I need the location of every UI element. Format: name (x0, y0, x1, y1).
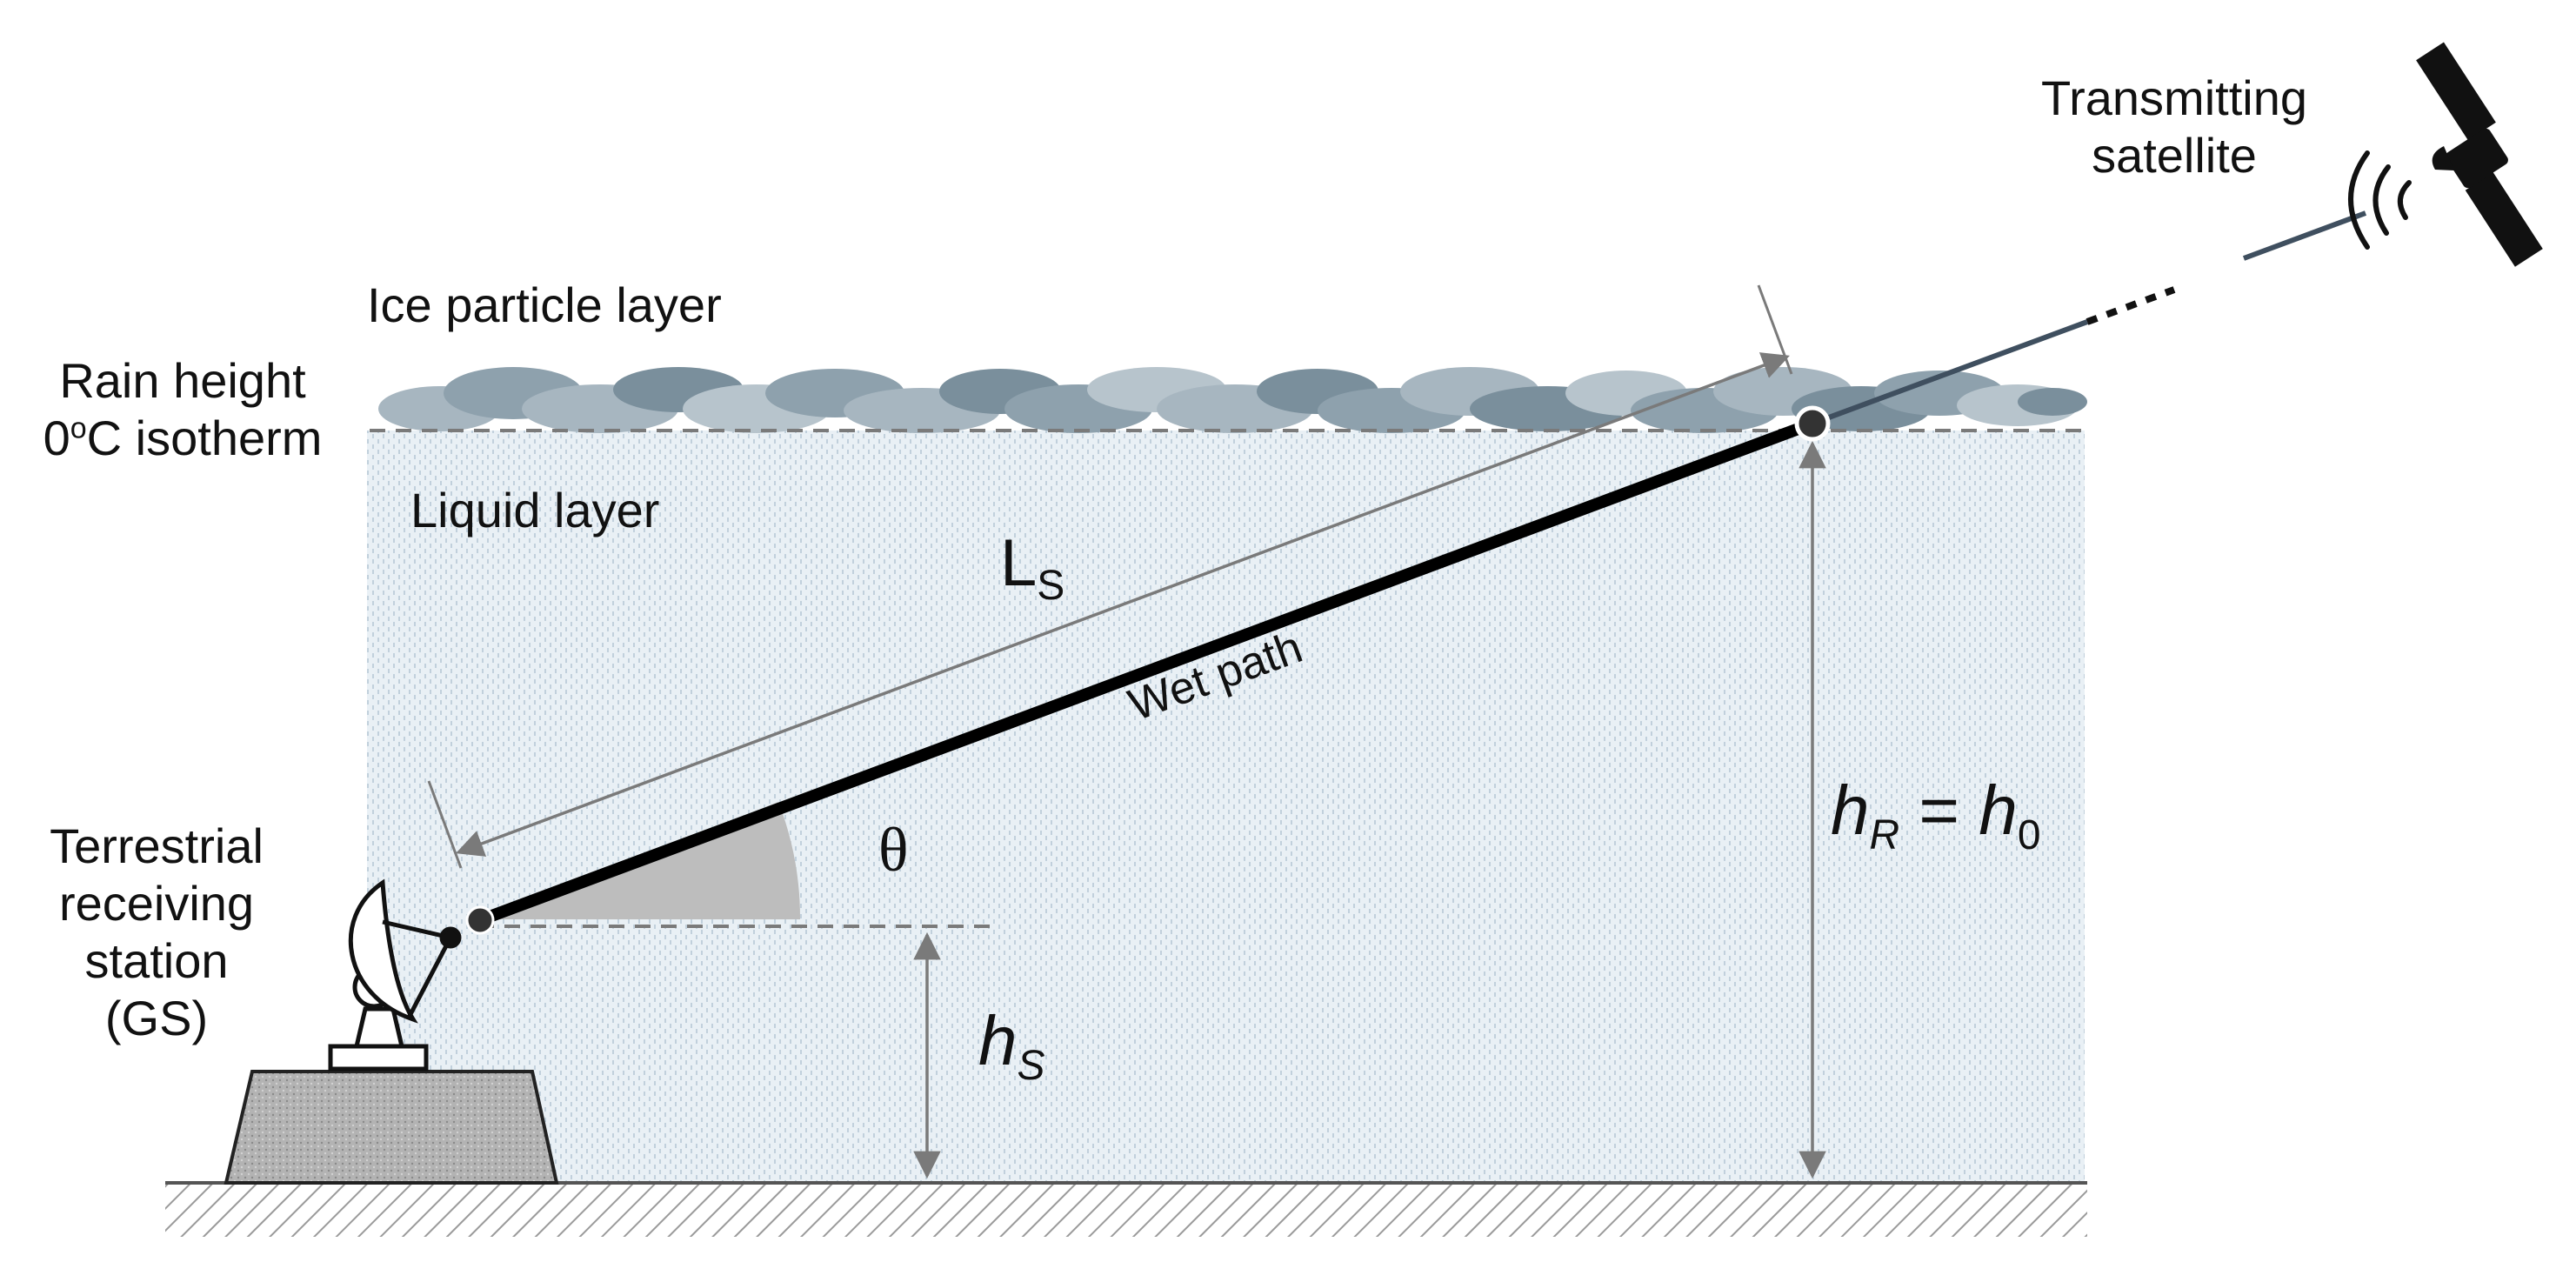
equals-sign: = (1899, 771, 1979, 849)
terrestrial-line3: station (84, 933, 229, 989)
rain-height-line2: 0oC isotherm (22, 410, 344, 467)
hr-h0-label: hR = h0 (1831, 770, 2041, 861)
ice-particle-layer-label: Ice particle layer (367, 277, 722, 332)
rain-height-point (1794, 405, 1831, 442)
liquid-layer-label: Liquid layer (410, 483, 660, 538)
isotherm-text: C isotherm (86, 411, 323, 466)
ice-particle-clouds (378, 367, 2087, 433)
rain-height-line1: Rain height (59, 353, 306, 408)
zero-digit: 0 (43, 411, 70, 466)
terrestrial-line2: receiving (58, 876, 255, 931)
ls-subscript: S (1037, 563, 1065, 610)
dish-antenna-icon (328, 878, 462, 1072)
satellite-link-dotted (2085, 286, 2176, 325)
h0-subscript: 0 (2017, 812, 2041, 858)
ls-dimension-arrow (456, 352, 1790, 857)
transmitting-satellite-line1: Transmitting (2040, 70, 2307, 125)
ground-station-point (465, 905, 495, 935)
transmitting-satellite-label: Transmitting satellite (2000, 70, 2348, 184)
h0-h: h (1979, 771, 2018, 849)
rain-height-label: Rain height 0oC isotherm (22, 352, 344, 467)
liquid-layer-region (367, 431, 2085, 1183)
satellite-link-far (2242, 210, 2367, 261)
ground-hatch (165, 1183, 2087, 1237)
satellite-icon (2416, 42, 2543, 267)
station-building (224, 1070, 559, 1185)
hr-subscript: R (1869, 812, 1900, 858)
terrestrial-station-label: Terrestrial receiving station (GS) (17, 818, 296, 1047)
hs-label: hS (978, 1000, 1045, 1092)
satellite-link-solid (1811, 319, 2089, 426)
hs-h: h (978, 1002, 1018, 1079)
theta-label: θ (878, 815, 909, 885)
degree-symbol: o (70, 411, 87, 445)
transmitting-satellite-line2: satellite (2092, 128, 2257, 184)
hs-subscript: S (1017, 1043, 1045, 1089)
ls-base: L (1000, 526, 1038, 600)
terrestrial-line4: (GS) (104, 991, 209, 1046)
ls-extension-bottom (427, 780, 463, 869)
signal-waves-icon (2348, 150, 2412, 250)
ls-label: LS (1000, 524, 1064, 611)
terrestrial-line1: Terrestrial (50, 818, 264, 873)
hr-h: h (1831, 771, 1870, 849)
